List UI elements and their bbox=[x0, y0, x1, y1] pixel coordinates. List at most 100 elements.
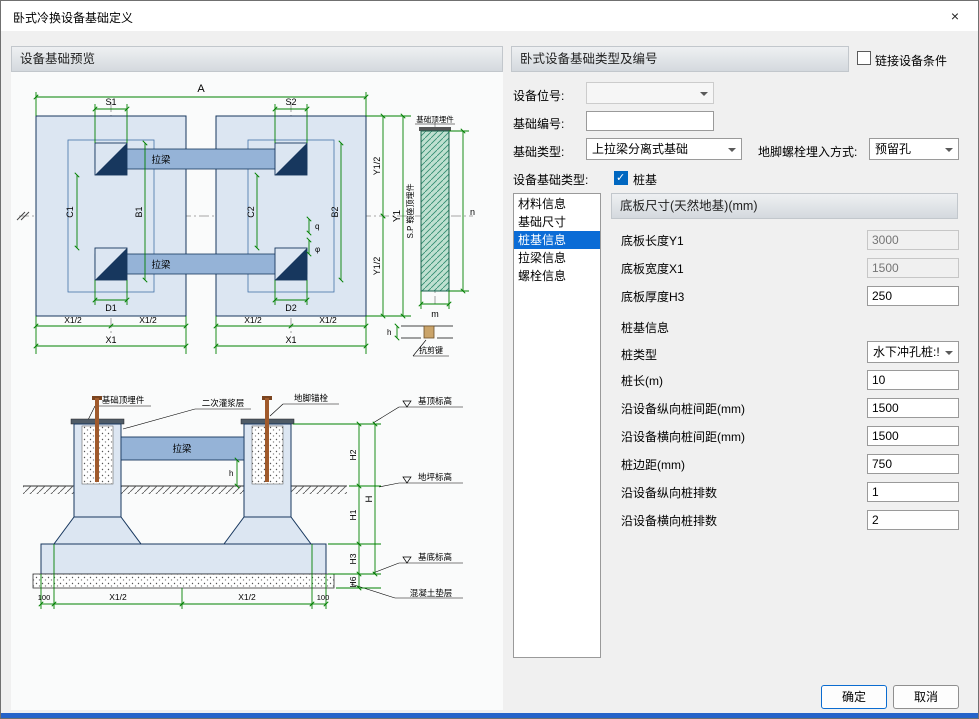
dim-D1: D1 bbox=[105, 303, 117, 313]
dim-H3: H3 bbox=[348, 553, 358, 564]
tie-beam-label: 拉梁 bbox=[172, 443, 192, 455]
pile-edge-distance-label: 桩边距(mm) bbox=[621, 458, 685, 472]
saddle-embed-label: S.P 鞍座顶埋件 bbox=[405, 184, 415, 239]
dim-H: H bbox=[364, 495, 375, 502]
dim-S2: S2 bbox=[285, 97, 296, 107]
dim-X-half: X1/2 bbox=[238, 592, 256, 602]
dim-D2: D2 bbox=[285, 303, 297, 313]
pile-foundation-checkbox-label: 桩基 bbox=[633, 173, 658, 187]
tie-beam-elevation bbox=[120, 436, 245, 461]
base-length-label: 底板长度Y1 bbox=[621, 234, 684, 248]
ground-line bbox=[23, 485, 347, 494]
dim-X1: X1 bbox=[285, 335, 296, 345]
pile-rows-longitudinal-label: 沿设备纵向桩排数 bbox=[621, 486, 718, 500]
elevation-view: 基础顶埋件 二次灌浆层 地脚锚栓 bbox=[23, 393, 463, 609]
config-header: 卧式设备基础类型及编号 bbox=[511, 46, 849, 72]
foundation-number-input[interactable] bbox=[586, 111, 714, 131]
dim-H2: H2 bbox=[348, 449, 358, 460]
preview-canvas: 拉梁 拉梁 bbox=[11, 72, 503, 710]
dim-X-half: X1/2 bbox=[244, 315, 262, 325]
concrete-cushion bbox=[32, 573, 335, 589]
pile-spacing-longitudinal-label: 沿设备纵向桩间距(mm) bbox=[621, 402, 745, 416]
base-width-x1-input bbox=[867, 258, 959, 278]
dim-phi: φ bbox=[315, 245, 320, 254]
dim-Y-half: Y1/2 bbox=[372, 157, 382, 176]
pile-length-input[interactable] bbox=[867, 370, 959, 390]
plan-view: 拉梁 拉梁 bbox=[16, 83, 473, 354]
dim-q: q bbox=[315, 222, 319, 231]
list-item-dimensions[interactable]: 基础尺寸 bbox=[518, 215, 567, 229]
dim-C2: C2 bbox=[246, 206, 256, 218]
dim-X-half: X1/2 bbox=[139, 315, 157, 325]
top-level-label: 基顶标高 bbox=[418, 396, 452, 406]
pile-rows-longitudinal-input[interactable] bbox=[867, 482, 959, 502]
list-item-bolts[interactable]: 螺栓信息 bbox=[518, 269, 567, 283]
base-length-y1-input bbox=[867, 230, 959, 250]
dim-X-half: X1/2 bbox=[64, 315, 82, 325]
dim-h: h bbox=[229, 469, 233, 478]
dim-100: 100 bbox=[38, 593, 51, 602]
pile-info-section-label: 桩基信息 bbox=[621, 321, 670, 335]
link-equipment-checkbox-label: 链接设备条件 bbox=[875, 54, 948, 68]
list-item-tie-beam[interactable]: 拉梁信息 bbox=[518, 251, 567, 265]
section-embed-label: 基础顶埋件 bbox=[416, 114, 454, 124]
pile-edge-distance-input[interactable] bbox=[867, 454, 959, 474]
pile-spacing-transverse-label: 沿设备横向桩间距(mm) bbox=[621, 430, 745, 444]
dim-Y1: Y1 bbox=[392, 209, 403, 222]
dim-n: n bbox=[470, 207, 475, 217]
pile-type-label: 桩类型 bbox=[621, 348, 658, 362]
embedded-plates bbox=[94, 142, 308, 281]
pile-rows-transverse-label: 沿设备横向桩排数 bbox=[621, 514, 718, 528]
chevron-down-icon bbox=[945, 351, 953, 355]
pile-rows-transverse-input[interactable] bbox=[867, 510, 959, 530]
pile-spacing-transverse-input[interactable] bbox=[867, 426, 959, 446]
tie-beam-label: 拉梁 bbox=[151, 154, 171, 166]
base-mat bbox=[40, 543, 327, 575]
dim-B1: B1 bbox=[134, 206, 144, 217]
pile-spacing-longitudinal-input[interactable] bbox=[867, 398, 959, 418]
preview-header: 设备基础预览 bbox=[11, 46, 503, 72]
list-item-pile-info[interactable]: 桩基信息 bbox=[514, 231, 600, 249]
shear-key-detail: h 抗剪键 bbox=[387, 323, 453, 357]
foundation-type-label: 基础类型: bbox=[513, 145, 565, 159]
dim-X1: X1 bbox=[105, 335, 116, 345]
dim-100: 100 bbox=[317, 593, 330, 602]
equipment-tag-combo[interactable] bbox=[586, 82, 714, 104]
dim-X-half: X1/2 bbox=[109, 592, 127, 602]
section-view: 基础顶埋件 S.P 鞍座顶埋件 n m h bbox=[387, 114, 475, 357]
tie-beam-label: 拉梁 bbox=[151, 259, 171, 271]
base-width-label: 底板宽度X1 bbox=[621, 262, 684, 276]
equipment-base-type-label: 设备基础类型: bbox=[513, 173, 589, 187]
pile-foundation-checkbox[interactable] bbox=[614, 171, 628, 185]
pile-length-label: 桩长(m) bbox=[621, 374, 663, 388]
dim-A: A bbox=[197, 83, 205, 95]
chevron-down-icon bbox=[700, 92, 708, 96]
anchor-bolt-method-label: 地脚螺栓埋入方式: bbox=[758, 145, 858, 159]
left-footing-flare bbox=[53, 516, 142, 545]
close-icon[interactable]: × bbox=[950, 8, 960, 24]
cancel-button[interactable]: 取消 bbox=[893, 685, 959, 709]
right-footing-flare bbox=[223, 516, 312, 545]
grout-callout: 二次灌浆层 bbox=[202, 398, 245, 408]
link-equipment-checkbox[interactable] bbox=[857, 51, 871, 65]
foundation-type-combo[interactable]: 上拉梁分离式基础 bbox=[586, 138, 742, 160]
pile-type-combo[interactable]: 水下冲孔桩:! bbox=[867, 341, 959, 363]
saddle-pier-section bbox=[420, 130, 450, 292]
dim-Y-half: Y1/2 bbox=[372, 257, 382, 276]
base-thickness-h3-input[interactable] bbox=[867, 286, 959, 306]
ok-button[interactable]: 确定 bbox=[821, 685, 887, 709]
embed-plate-cap bbox=[419, 127, 451, 131]
foundation-drawing: 拉梁 拉梁 bbox=[16, 83, 475, 609]
list-item-material[interactable]: 材料信息 bbox=[518, 197, 567, 211]
dim-X-half: X1/2 bbox=[319, 315, 337, 325]
dim-B2: B2 bbox=[330, 206, 340, 217]
break-mark bbox=[16, 211, 30, 221]
equipment-tag-label: 设备位号: bbox=[513, 89, 565, 103]
dim-C1: C1 bbox=[65, 206, 75, 218]
dim-h: h bbox=[387, 328, 391, 337]
window-accent-bar bbox=[1, 713, 978, 718]
chevron-down-icon bbox=[945, 148, 953, 152]
window-title: 卧式冷换设备基础定义 bbox=[13, 11, 134, 25]
anchor-bolt-method-combo[interactable]: 预留孔 bbox=[869, 138, 959, 160]
